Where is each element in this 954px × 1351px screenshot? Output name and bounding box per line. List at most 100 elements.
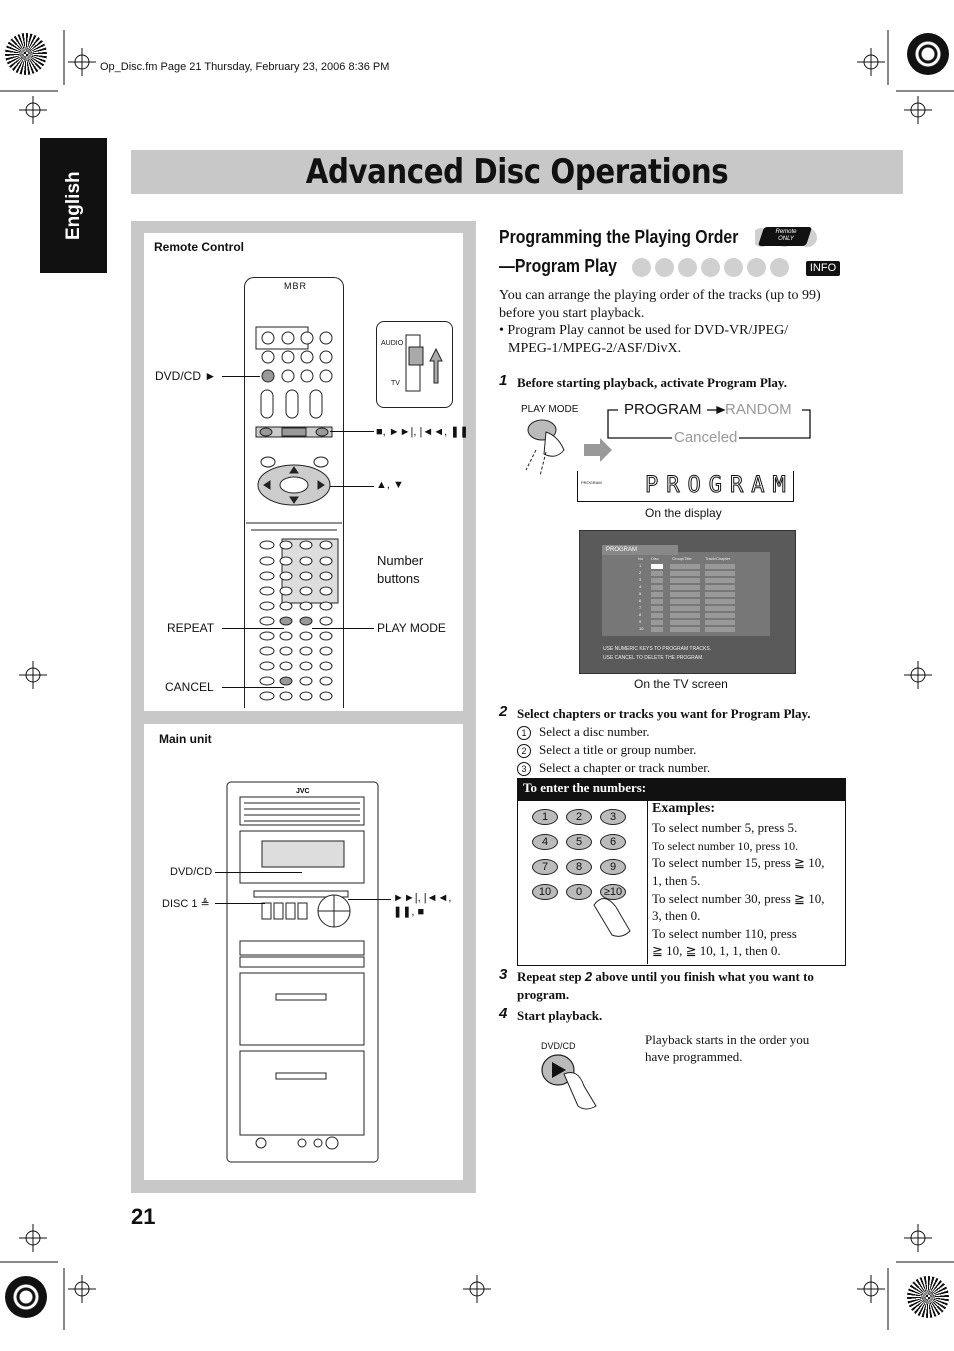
tv-row-cell xyxy=(705,564,735,569)
tv-row: 7 xyxy=(637,605,767,612)
leader-line xyxy=(312,628,374,629)
tv-tab xyxy=(602,545,678,555)
numbers-box-divider xyxy=(647,801,648,964)
step-1-number: 1 xyxy=(499,372,508,389)
example-line: To select number 110, press xyxy=(652,926,797,941)
step-4-note-1: Playback starts in the order you xyxy=(645,1032,810,1047)
tv-row: 5 xyxy=(637,591,767,598)
tv-row-cell xyxy=(651,564,663,569)
step-1-text: Before starting playback, activate Progr… xyxy=(517,375,787,390)
item-text: Select a chapter or track number. xyxy=(539,760,711,775)
display-program-indicator: PROGRAM xyxy=(581,480,602,485)
example-line: 3, then 0. xyxy=(652,908,701,923)
finger-press-icon xyxy=(593,898,631,937)
main-unit-brand: JVC xyxy=(296,788,310,795)
page-number: 21 xyxy=(131,1204,156,1229)
playmode-label: PLAY MODE xyxy=(377,621,446,635)
tv-row-cell xyxy=(705,620,735,625)
canceled-mode: Canceled xyxy=(672,429,740,446)
transport-label: ■, ►►|, |◄◄, ❚❚ xyxy=(376,426,469,438)
example-line: To select number 30, press ≧ 10, xyxy=(652,891,825,906)
leader-line xyxy=(222,687,284,688)
remote-brand: MBR xyxy=(284,281,307,291)
step-4-number: 4 xyxy=(499,1005,508,1022)
tv-col-disc: Disc xyxy=(651,556,659,561)
tv-row-cell xyxy=(705,578,735,583)
number-key-12: ≥10 xyxy=(600,884,626,900)
printer-burst-icon xyxy=(5,1276,47,1318)
leader-line xyxy=(222,376,260,377)
tv-row-cell xyxy=(705,592,735,597)
info-badge: INFO xyxy=(806,261,840,276)
tv-row-cell xyxy=(651,599,663,604)
remote-heading: Remote Control xyxy=(154,240,244,254)
program-mode: PROGRAM xyxy=(624,401,702,418)
display-text: PROGRAM xyxy=(645,473,794,499)
item-text: Select a title or group number. xyxy=(539,742,697,757)
tv-row-cell xyxy=(670,564,700,569)
step-3-text-a: Repeat step xyxy=(517,969,585,984)
step-2-number: 2 xyxy=(499,703,508,720)
tv-row-cell xyxy=(651,585,663,590)
main-unit-illustration: JVC xyxy=(226,781,379,1163)
tv-row: 9 xyxy=(637,619,767,626)
step-3-text-b: above until you finish what you want to xyxy=(592,969,814,984)
page-title: Advanced Disc Operations xyxy=(305,152,729,192)
tv-col-no: No xyxy=(638,556,644,561)
tv-row-cell xyxy=(705,571,735,576)
number-key-8: 8 xyxy=(566,859,592,875)
number-key-5: 5 xyxy=(566,834,592,850)
tv-row-cell xyxy=(670,578,700,583)
number-key-2: 2 xyxy=(566,809,592,825)
tv-row-cell xyxy=(705,613,735,618)
tv-row: 2 xyxy=(637,570,767,577)
tv-col-group: Group/Title xyxy=(672,556,692,561)
tv-row-number: 3 xyxy=(639,577,642,582)
tv-row-cell xyxy=(705,585,735,590)
step-2-item-2: 2 Select a title or group number. xyxy=(517,741,696,759)
numbers-box-title: To enter the numbers: xyxy=(523,780,647,795)
main-unit-heading: Main unit xyxy=(159,732,212,746)
section-subtitle: —Program Play xyxy=(499,256,617,276)
tv-row: 8 xyxy=(637,612,767,619)
slider-illustration xyxy=(405,334,443,392)
bullet-text-2: MPEG-1/MPEG-2/ASF/DivX. xyxy=(508,341,682,356)
tv-row: 4 xyxy=(637,584,767,591)
tv-caption: On the TV screen xyxy=(634,677,728,691)
tv-row-number: 10 xyxy=(639,626,644,631)
step-4-text: Start playback. xyxy=(517,1008,603,1023)
number-key-3: 3 xyxy=(600,809,626,825)
section-title-row-2: —Program Play INFO xyxy=(499,255,844,279)
tv-row-number: 4 xyxy=(639,584,642,589)
tv-col-track: Track/Chapter xyxy=(705,556,731,561)
step-3-number: 3 xyxy=(499,966,508,983)
tv-row-number: 8 xyxy=(639,612,642,617)
numbers-box-header xyxy=(517,778,846,801)
updown-label: ▲, ▼ xyxy=(376,479,404,491)
step-2-text: Select chapters or tracks you want for P… xyxy=(517,706,811,721)
tv-row-cell xyxy=(670,592,700,597)
tv-row-number: 1 xyxy=(639,563,642,568)
example-line: 1, then 5. xyxy=(652,873,701,888)
step-4-note-2: have programmed. xyxy=(645,1049,743,1064)
tv-row-cell xyxy=(651,578,663,583)
printer-burst-icon xyxy=(907,33,949,75)
section-title: Programming the Playing Order xyxy=(499,227,739,247)
title-row1-bg xyxy=(499,226,755,250)
number-key-7: 7 xyxy=(532,859,558,875)
step-3-text: Repeat step 2 above until you finish wha… xyxy=(517,969,814,985)
tv-row-cell xyxy=(705,599,735,604)
file-info: Op_Disc.fm Page 21 Thursday, February 23… xyxy=(100,61,390,73)
tv-row-number: 7 xyxy=(639,605,642,610)
printer-burst-icon xyxy=(5,33,47,75)
tv-row-cell xyxy=(651,592,663,597)
number-key-11: 0 xyxy=(566,884,592,900)
circled-number: 2 xyxy=(517,744,531,758)
tv-row-cell xyxy=(670,613,700,618)
number-buttons-label-1: Number xyxy=(377,553,424,568)
language-tab: English xyxy=(40,138,107,273)
